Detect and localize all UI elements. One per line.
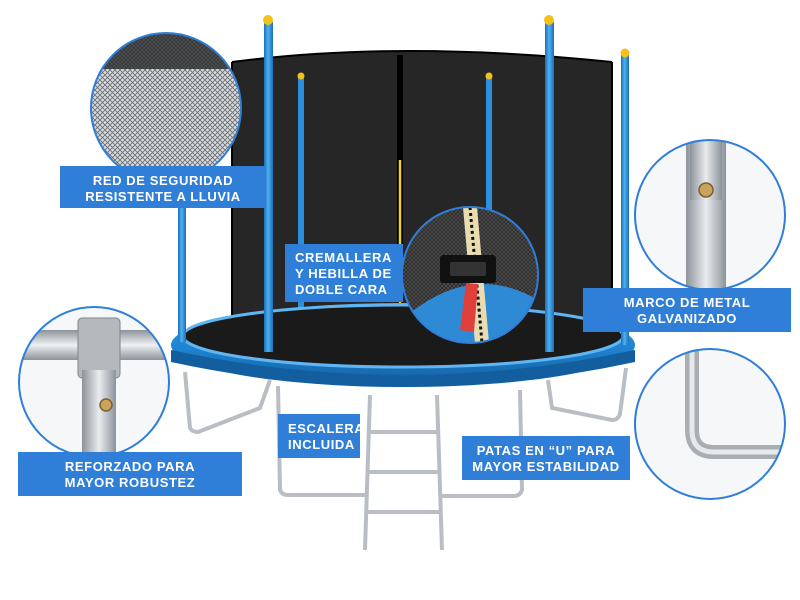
callout-ladder: ESCALERA INCLUIDA — [278, 414, 364, 458]
galvanized-pole-closeup — [634, 139, 786, 291]
ladder — [363, 394, 444, 551]
callout-reinforced: REFORZADO PARA MAYOR ROBUSTEZ — [18, 452, 242, 496]
callout-safety-net: RED DE SEGURIDAD RESISTENTE A LLUVIA — [60, 166, 266, 208]
back-poles — [297, 72, 493, 328]
metal-legs — [183, 367, 628, 498]
u-leg-closeup — [634, 348, 786, 500]
safety-net-closeup — [90, 32, 242, 184]
t-joint-closeup — [18, 306, 170, 458]
callout-zipper-buckle: CREMALLERA Y HEBILLA DE DOBLE CARA — [285, 244, 403, 302]
zipper-buckle-closeup — [401, 206, 539, 344]
callout-u-legs: PATAS EN “U” PARA MAYOR ESTABILIDAD — [462, 436, 630, 480]
callout-galvanized-frame: MARCO DE METAL GALVANIZADO — [583, 288, 791, 332]
trampoline-pad — [171, 303, 635, 387]
